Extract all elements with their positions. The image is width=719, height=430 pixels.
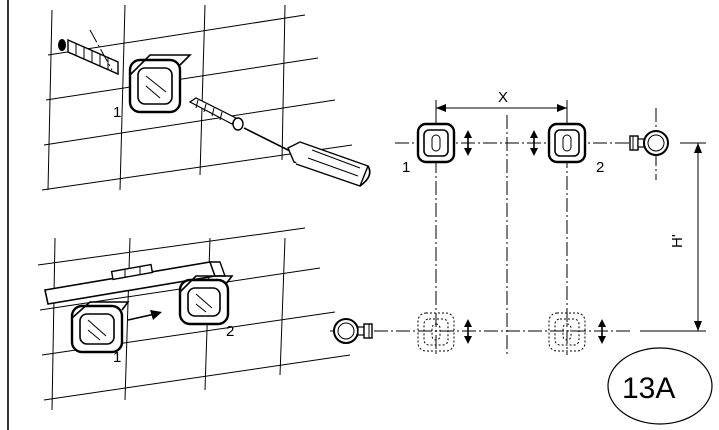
dimension-x: X xyxy=(435,89,568,125)
panel-top-drill-mount: 1 xyxy=(41,4,371,191)
figure-number: 13A xyxy=(622,372,675,405)
adjust-arrow-bottom-right xyxy=(598,319,606,344)
panel-bottom-level-align: 1 2 xyxy=(37,227,351,411)
bracket-position-bottom-left xyxy=(417,312,455,352)
valve-bottom-left xyxy=(333,318,373,344)
bottom-bracket-label-2: 2 xyxy=(226,323,234,340)
schematic-label-2: 2 xyxy=(596,159,604,176)
schematic-label-1: 1 xyxy=(402,159,410,176)
dimension-x-label: X xyxy=(498,89,508,106)
wall-plug xyxy=(58,29,119,76)
schematic-layout: X H' 1 2 xyxy=(330,89,713,425)
bracket-left xyxy=(70,301,130,354)
schematic-bracket-1 xyxy=(416,122,456,164)
screw xyxy=(188,97,244,131)
adjust-arrow-top-mid xyxy=(530,130,538,156)
dimension-h-label: H' xyxy=(669,234,686,248)
wall-tile-grid xyxy=(41,4,353,191)
screwdriver xyxy=(243,127,371,187)
move-arrow xyxy=(127,310,162,321)
top-bracket-label: 1 xyxy=(113,104,121,121)
adjust-arrow-bottom-left xyxy=(464,319,472,344)
bottom-bracket-label-1: 1 xyxy=(113,349,121,366)
figure-number-badge: 13A xyxy=(607,347,713,425)
mounting-bracket xyxy=(128,54,192,114)
dimension-h: H' xyxy=(640,142,706,332)
bracket-position-bottom-right xyxy=(548,312,586,352)
bracket-right xyxy=(178,275,234,326)
adjust-arrow-top-left xyxy=(464,130,472,156)
schematic-bracket-2 xyxy=(547,122,587,164)
valve-top-right xyxy=(629,130,669,156)
